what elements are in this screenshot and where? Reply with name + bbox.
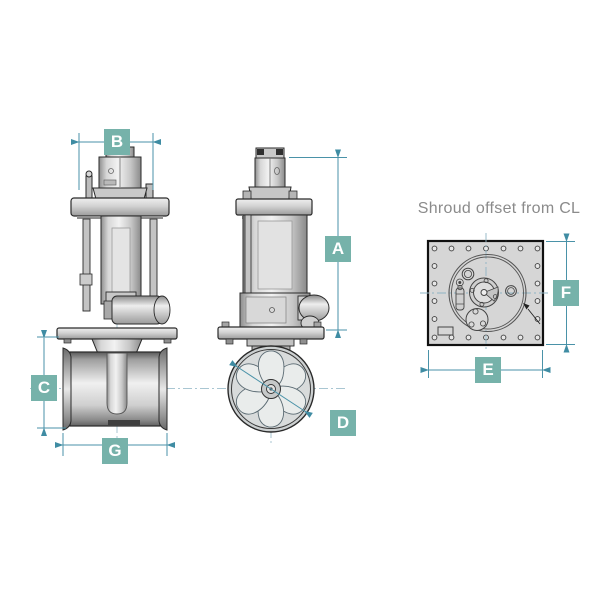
side-adapter [248, 186, 292, 200]
bottom-bearing [465, 308, 489, 331]
plate-bolt-holes [431, 245, 541, 341]
plate-view-title: Shroud offset from CL [417, 200, 581, 217]
dim-d-line [229, 360, 313, 418]
front-duct-right-lip [158, 347, 168, 431]
dim-label-e: E [475, 357, 501, 383]
plate-view [420, 233, 551, 352]
dim-label-b: B [104, 129, 130, 155]
offset-leader-arrow [523, 303, 541, 325]
shroud-circle-outer [448, 253, 527, 333]
side-view [217, 147, 330, 433]
front-left-rod [82, 218, 91, 312]
front-adapter [92, 187, 148, 200]
cylinder-fitting [455, 287, 465, 311]
front-duct-left-lip [62, 347, 72, 431]
dim-label-d: D [330, 410, 356, 436]
shroud-circle-inner [451, 256, 524, 330]
side-top-flange [235, 198, 313, 216]
top-left-port [461, 267, 475, 281]
front-duct-strut [106, 352, 128, 415]
nameplate [437, 326, 454, 336]
side-mounting-plate [217, 326, 325, 340]
right-port [505, 285, 517, 297]
front-top-flange [70, 197, 170, 217]
front-right-stud [145, 183, 154, 199]
front-view [56, 146, 178, 431]
front-sensor-stud [85, 175, 93, 199]
dim-label-g: G [102, 438, 128, 464]
front-sensor-knob [85, 170, 93, 178]
dim-label-f: F [553, 280, 579, 306]
dim-label-a: A [325, 236, 351, 262]
side-hub-step-1 [246, 338, 295, 347]
dim-label-c: C [31, 375, 57, 401]
front-mounting-plate [56, 327, 178, 340]
